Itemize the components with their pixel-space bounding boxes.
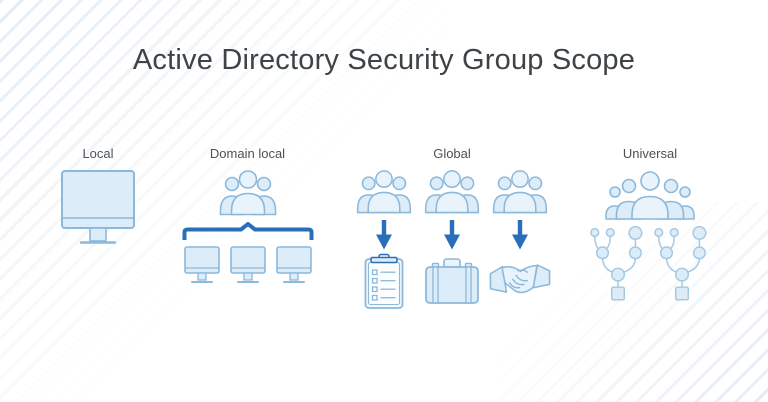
down-arrow-icon bbox=[511, 220, 529, 250]
user-group-icon bbox=[491, 168, 549, 214]
universal-trees-row bbox=[588, 225, 712, 301]
briefcase-icon bbox=[424, 257, 480, 305]
desktop-computer-icon bbox=[229, 245, 267, 285]
desktop-computer-icon bbox=[58, 168, 138, 246]
section-universal: Universal bbox=[588, 146, 712, 301]
section-domain-local-label: Domain local bbox=[209, 146, 286, 161]
user-group-icon bbox=[423, 168, 481, 214]
user-group-icon bbox=[218, 168, 278, 216]
section-domain-local: Domain local bbox=[175, 146, 320, 285]
user-group-icon bbox=[355, 168, 413, 214]
user-group-large-icon bbox=[604, 168, 696, 220]
page-title: Active Directory Security Group Scope bbox=[132, 44, 636, 76]
section-global: Global bbox=[350, 146, 554, 311]
network-tree-icon bbox=[588, 225, 648, 301]
global-columns bbox=[350, 168, 554, 311]
global-column-tasks bbox=[350, 168, 418, 311]
section-local-label: Local bbox=[82, 146, 114, 161]
section-universal-label: Universal bbox=[622, 146, 678, 161]
handshake-icon bbox=[489, 260, 551, 303]
down-arrow-icon bbox=[443, 220, 461, 250]
global-column-business bbox=[418, 168, 486, 311]
section-local: Local bbox=[56, 146, 140, 246]
down-arrow-icon bbox=[375, 220, 393, 250]
domain-computers-row bbox=[183, 245, 313, 285]
section-global-label: Global bbox=[433, 146, 471, 161]
desktop-computer-icon bbox=[275, 245, 313, 285]
checklist-icon bbox=[363, 253, 405, 311]
desktop-computer-icon bbox=[183, 245, 221, 285]
network-tree-icon bbox=[652, 225, 712, 301]
global-column-partnership bbox=[486, 168, 554, 311]
brace-connector-icon bbox=[182, 221, 314, 241]
